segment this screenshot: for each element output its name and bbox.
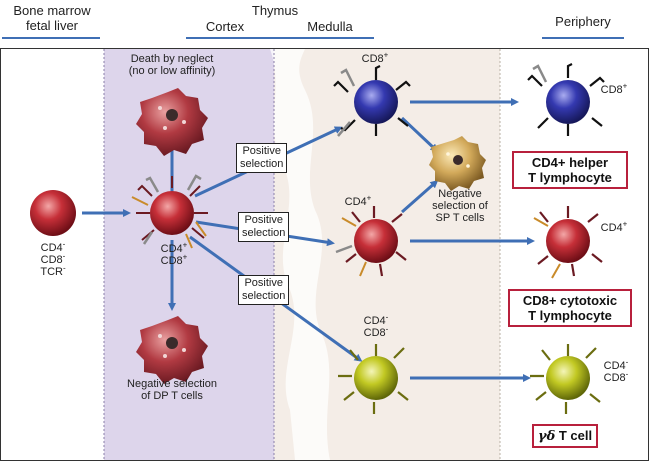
precursor-markers: CD4- CD8- TCR- [40, 239, 66, 278]
periphery-cd8-cell [527, 63, 605, 136]
label-death-by-neglect: Death by neglect (no or low affinity) [128, 53, 216, 77]
result-cd8-cytotoxic: CD8+ cytotoxic T lymphocyte [508, 289, 632, 327]
dying-cell-negative-sp [429, 136, 486, 191]
label-negative-selection-dp: Negative selection of DP T cells [127, 378, 217, 402]
cd4-sp-marker: CD4+ [344, 193, 372, 208]
positive-selection-box-1: Positive selection [236, 143, 288, 173]
cd8-single-positive-cell [333, 65, 411, 137]
precursor-cell [30, 190, 76, 236]
positive-selection-box-3: Positive selection [238, 275, 290, 305]
periphery-dn-markers: CD4- CD8- [603, 357, 629, 384]
label-negative-selection-sp: Negative selection of SP T cells [432, 188, 488, 224]
dn-thymus-markers: CD4- CD8- [363, 312, 389, 339]
positive-selection-box-2: Positive selection [238, 212, 290, 242]
double-positive-cell [131, 174, 208, 249]
dp-markers: CD4+ CD8+ [160, 240, 188, 267]
periphery-cd4-marker: CD4+ [600, 219, 628, 234]
header-periphery-bar [542, 37, 624, 39]
dying-cell-neglect [136, 88, 208, 156]
header-periphery: Periphery [555, 14, 611, 29]
periphery-gamma-delta-cell [530, 344, 601, 414]
arrow-cd4-negative-sp [401, 180, 439, 214]
cd8-sp-marker: CD8+ [361, 50, 389, 65]
arrow-cd8-negative-sp [400, 116, 439, 153]
header-bone-marrow: Bone marrow fetal liver [13, 3, 91, 33]
header-thymus: Thymus [251, 3, 299, 18]
periphery-cd4-cell [533, 206, 603, 279]
dying-cell-negative-dp [136, 316, 208, 384]
result-cd4-helper: CD4+ helper T lymphocyte [512, 151, 628, 189]
cd4-single-positive-cell [335, 206, 407, 277]
header-cortex: Cortex [205, 19, 245, 34]
diagram-frame [0, 48, 649, 461]
result-gamma-delta: γδ T cell [532, 424, 599, 448]
double-negative-cell-thymus [338, 344, 409, 414]
header-thymus-bar [186, 37, 374, 39]
header-bone-marrow-bar [2, 37, 100, 39]
header-medulla: Medulla [307, 19, 353, 34]
periphery-cd8-marker: CD8+ [600, 81, 628, 96]
